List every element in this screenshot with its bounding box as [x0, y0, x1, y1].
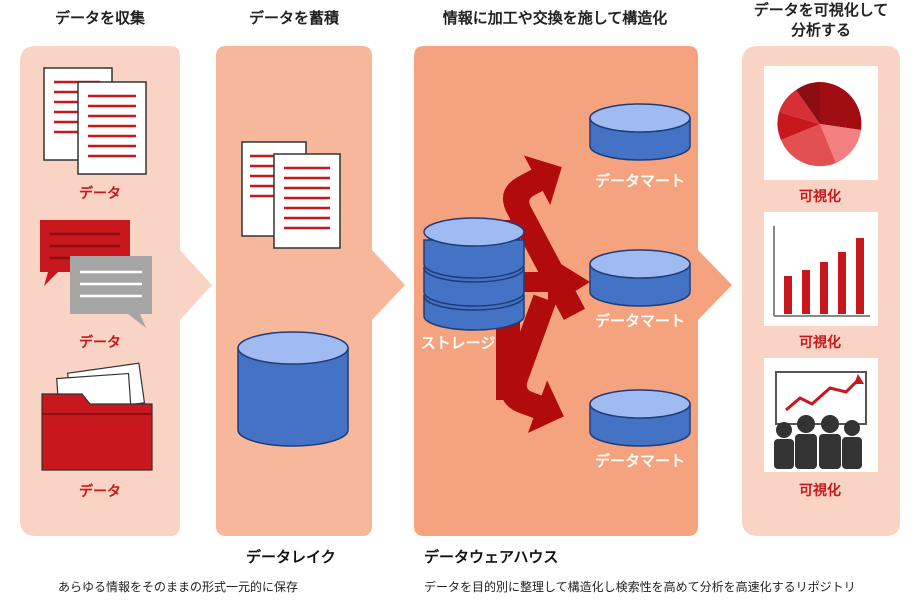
lake-description: あらゆる情報をそのままの形式一元的に保存	[58, 580, 299, 594]
datamart-db-icon-1	[589, 103, 691, 161]
presentation-icon	[774, 371, 867, 469]
visualize-label-2: 可視化	[799, 335, 841, 351]
stage-title-visualize-line1: データを可視化して	[753, 1, 889, 19]
datamart-label-2: データマート	[594, 312, 685, 330]
lake-database-icon	[237, 331, 349, 447]
warehouse-description: データを目的別に整理して構造化し検索性を高めて分析を高速化するリポジトリ	[424, 580, 856, 594]
datamart-label-3: データマート	[594, 452, 685, 470]
datamart-db-icon-3	[589, 389, 691, 447]
storage-database-icon	[423, 217, 525, 331]
lake-title: データレイク	[246, 548, 336, 566]
visualize-label-3: 可視化	[799, 483, 841, 499]
stage-title-collect: データを収集	[54, 9, 145, 27]
lake-document-icon	[241, 141, 341, 249]
datamart-label-1: データマート	[594, 172, 685, 190]
chat-icon	[40, 220, 152, 328]
collect-label-1: データ	[79, 186, 121, 202]
document-icon	[43, 67, 147, 175]
storage-label: ストレージ	[420, 334, 496, 352]
stage-title-visualize-line2: 分析する	[790, 21, 851, 39]
stage-title-visualize: データを可視化して 分析する	[728, 0, 914, 40]
collect-label-2: データ	[79, 335, 121, 351]
folder-icon	[41, 362, 153, 471]
pie-chart-icon	[777, 82, 862, 167]
warehouse-title: データウェアハウス	[424, 548, 559, 566]
stage-title-structure: 情報に加工や交換を施して構造化	[442, 9, 668, 27]
stage-title-accumulate: データを蓄積	[248, 9, 339, 27]
visualize-label-1: 可視化	[799, 189, 841, 205]
collect-label-3: データ	[79, 484, 121, 500]
bar-chart-icon	[773, 226, 870, 317]
datamart-db-icon-2	[589, 249, 691, 307]
